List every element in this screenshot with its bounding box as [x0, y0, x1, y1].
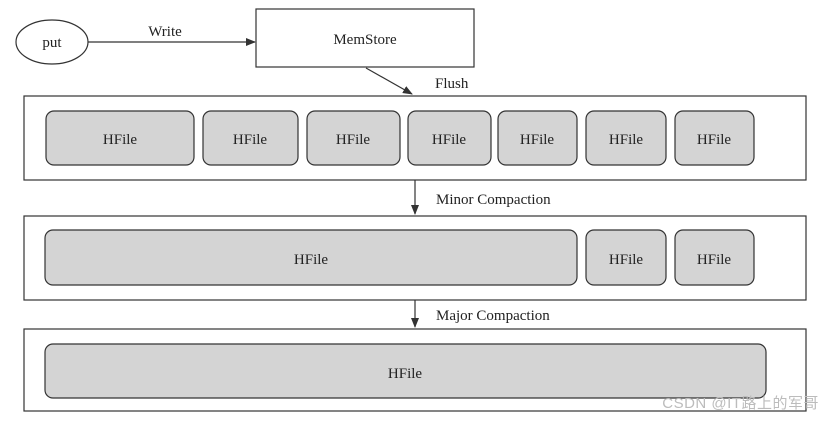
hfile-box — [674, 229, 755, 286]
memstore-label: MemStore — [333, 32, 397, 48]
minor-compaction-label: Minor Compaction — [436, 192, 551, 208]
hfile-label: HFile — [294, 252, 329, 268]
hfile-box — [44, 343, 767, 399]
hfile-label: HFile — [336, 132, 371, 148]
hfile-box — [674, 110, 755, 166]
write-label: Write — [148, 24, 182, 40]
hfile-label: HFile — [609, 252, 644, 268]
hfile-box — [45, 110, 195, 166]
hfile-box — [306, 110, 401, 166]
hfile-box — [497, 110, 578, 166]
hfile-label: HFile — [388, 366, 423, 382]
hfile-label: HFile — [520, 132, 555, 148]
hfile-label: HFile — [432, 132, 467, 148]
hfile-label: HFile — [103, 132, 138, 148]
hfile-group-flush: HFile HFile HFile HFile HFile HFile HFil… — [45, 110, 755, 166]
hfile-box — [202, 110, 299, 166]
flush-label: Flush — [435, 76, 469, 92]
put-label: put — [42, 35, 62, 51]
hfile-group-major: HFile — [44, 343, 767, 399]
hfile-label: HFile — [697, 132, 732, 148]
hfile-box — [585, 229, 667, 286]
memstore-box — [255, 8, 475, 68]
hfile-box — [407, 110, 492, 166]
major-compaction-label: Major Compaction — [436, 308, 550, 324]
hfile-box — [585, 110, 667, 166]
hfile-box — [44, 229, 578, 286]
flush-arrow — [365, 67, 413, 95]
hfile-group-minor: HFile HFile HFile — [44, 229, 755, 286]
hfile-label: HFile — [697, 252, 732, 268]
watermark: CSDN @IT路上的军哥 — [662, 395, 819, 412]
hfile-label: HFile — [609, 132, 644, 148]
hfile-label: HFile — [233, 132, 268, 148]
